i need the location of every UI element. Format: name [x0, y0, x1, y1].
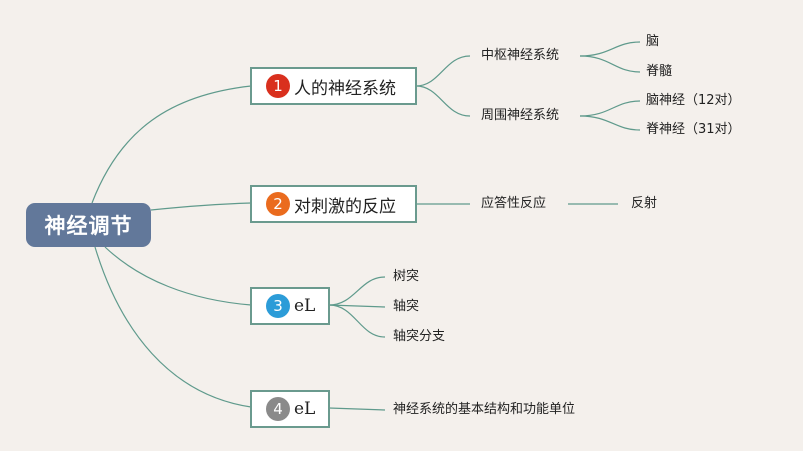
branch-4-label: eL: [294, 399, 316, 419]
connector-b3-axon: [328, 304, 386, 308]
branch-3-label: eL: [294, 296, 316, 316]
connector-root-branch-1: [91, 85, 252, 204]
node-spinal-cord[interactable]: 脊髓: [646, 64, 673, 79]
root-node[interactable]: 神经调节: [26, 203, 151, 247]
connector-root-branch-4: [94, 246, 252, 408]
connector-b1-central: [415, 55, 471, 87]
branch-2-label: 对刺激的反应: [294, 196, 396, 217]
node-reflex[interactable]: 反射: [631, 196, 658, 211]
connector-root-branch-3: [104, 246, 252, 306]
connector-central-spinal: [579, 55, 641, 73]
node-central-nervous-system[interactable]: 中枢神经系统: [481, 48, 560, 63]
branch-3-node[interactable]: 3 eL: [250, 287, 330, 325]
node-cranial-nerves[interactable]: 脑神经（12对）: [646, 93, 741, 108]
connector-peripheral-cranial: [579, 100, 641, 117]
connector-peripheral-spinal: [579, 115, 641, 131]
node-brain[interactable]: 脑: [646, 34, 660, 49]
connector-root-branch-2: [150, 202, 252, 211]
branch-4-node[interactable]: 4 eL: [250, 390, 330, 428]
badge-2: 2: [266, 192, 290, 216]
node-axon-branch[interactable]: 轴突分支: [393, 329, 446, 344]
node-response[interactable]: 应答性反应: [481, 196, 547, 211]
node-dendrite[interactable]: 树突: [393, 269, 420, 284]
connector-b3-branch: [328, 304, 386, 338]
badge-3: 3: [266, 294, 290, 318]
branch-1-label: 人的神经系统: [294, 78, 396, 99]
connector-b4-unit: [328, 407, 386, 411]
branch-2-node[interactable]: 2 对刺激的反应: [250, 185, 417, 223]
node-axon[interactable]: 轴突: [393, 299, 420, 314]
connector-b1-peripheral: [415, 85, 471, 117]
badge-4: 4: [266, 397, 290, 421]
badge-1: 1: [266, 74, 290, 98]
connector-b3-dendrite: [328, 276, 386, 306]
branch-1-node[interactable]: 1 人的神经系统: [250, 67, 417, 105]
connector-central-brain: [579, 41, 641, 57]
node-spinal-nerves[interactable]: 脊神经（31对）: [646, 122, 741, 137]
node-peripheral-nervous-system[interactable]: 周围神经系统: [481, 108, 560, 123]
root-label: 神经调节: [44, 214, 133, 238]
node-neuron-unit[interactable]: 神经系统的基本结构和功能单位: [393, 402, 576, 417]
